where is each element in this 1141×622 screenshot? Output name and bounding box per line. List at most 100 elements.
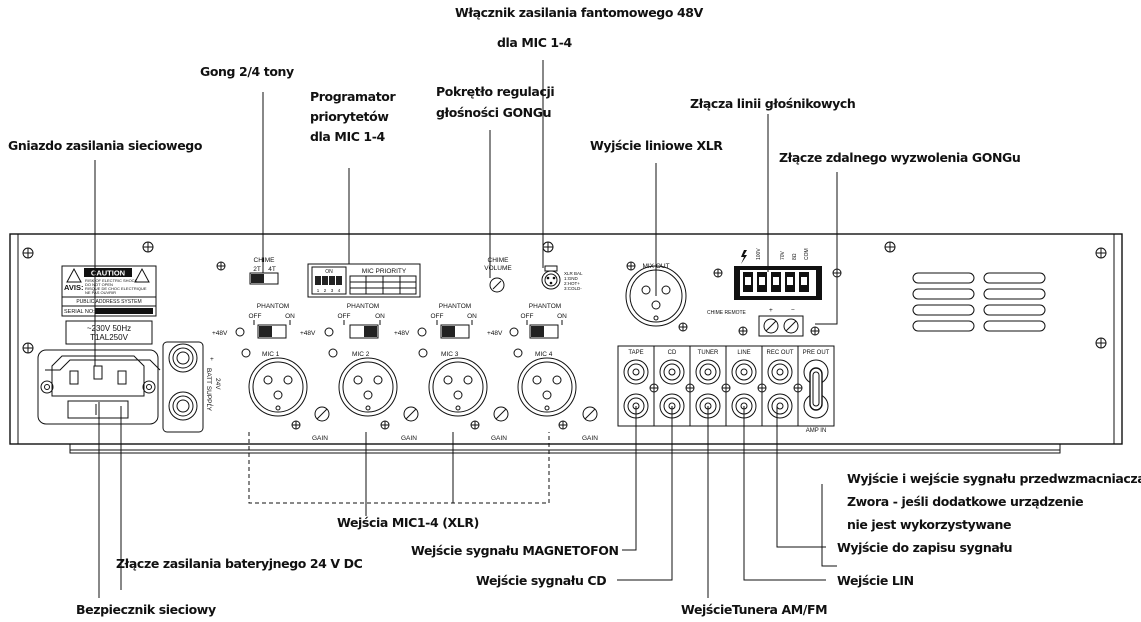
- chime-volume-label-b: VOLUME: [484, 265, 512, 272]
- dip-number: 2: [324, 288, 327, 293]
- lightning-icon: [741, 250, 747, 264]
- phantom-label: PHANTOM: [439, 303, 471, 310]
- xlr-bal-label: XLR BAL: [564, 271, 583, 276]
- mic-priority-dip-switch[interactable]: ON 1 2 3 4 MIC PRIORITY: [307, 263, 421, 298]
- mains-socket[interactable]: [37, 349, 161, 425]
- mic-2-xlr-input[interactable]: MIC 2 GAIN: [328, 348, 419, 442]
- mic-label: MIC 3: [441, 351, 459, 358]
- rca-label-line: LINE: [737, 350, 750, 356]
- dip-number: 1: [317, 288, 320, 293]
- phantom-switch-3[interactable]: PHANTOM OFF ON +48V: [394, 303, 477, 339]
- avis-line-1: RISQUE DE CHOC ELECTRIQUE: [85, 286, 147, 291]
- callout-mains-socket: Gniazdo zasilania sieciowego: [8, 138, 203, 153]
- chime-4t-label: 4T: [268, 266, 276, 273]
- batt-plus: +: [210, 356, 214, 363]
- speaker-term-label: COM: [804, 248, 810, 260]
- phantom-off: OFF: [431, 313, 444, 320]
- callout-labels: Włącznik zasilania fantomowego 48V dla M…: [8, 5, 1141, 617]
- phantom-switches: PHANTOM OFF ON +48V PHANTOM OFF ON +48V …: [212, 303, 567, 339]
- callout-jumper-2: nie jest wykorzystywane: [847, 517, 1011, 532]
- xlr-hot-label: 2:HOT+: [564, 281, 580, 286]
- chime-tone-switch[interactable]: CHIME 2T 4T: [249, 257, 279, 285]
- speaker-term-label: 70V: [780, 250, 786, 260]
- gain-label: GAIN: [582, 435, 598, 442]
- phantom-label: PHANTOM: [347, 303, 379, 310]
- caution-heading: CAUTION: [91, 269, 125, 278]
- gain-label: GAIN: [401, 435, 417, 442]
- mic-label: MIC 1: [262, 351, 280, 358]
- rca-label-pre-out: PRE OUT: [803, 350, 830, 356]
- callout-line-in: Wejście LIN: [837, 573, 914, 588]
- callout-speaker-lines: Złącza linii głośnikowych: [690, 96, 855, 111]
- gain-label: GAIN: [491, 435, 507, 442]
- mic-1-xlr-input[interactable]: MIC 1 GAIN: [241, 348, 330, 442]
- xlr-cold-label: 3:COLD-: [564, 286, 582, 291]
- rca-label-rec-out: REC OUT: [767, 350, 794, 356]
- battery-terminals[interactable]: + − BATT SUPPLY 24V: [162, 341, 221, 433]
- callout-line-out-xlr: Wyjście liniowe XLR: [590, 138, 723, 153]
- batt-minus: −: [210, 403, 214, 410]
- callout-cd-input: Wejście sygnału CD: [476, 573, 606, 588]
- phantom-switch-4[interactable]: PHANTOM OFF ON +48V: [487, 303, 567, 339]
- screw-icon: [22, 241, 1107, 354]
- plus48-label: +48V: [300, 330, 316, 337]
- batt-voltage-label: 24V: [214, 378, 221, 390]
- mic-priority-label: MIC PRIORITY: [362, 268, 407, 275]
- chime-remote-terminal[interactable]: CHIME REMOTE + −: [707, 307, 804, 337]
- callout-jumper-1: Zwora - jeśli dodatkowe urządzenie: [847, 494, 1083, 509]
- callout-chime-volume-1: Pokrętło regulacji: [436, 84, 554, 99]
- callout-chime-tone: Gong 2/4 tony: [200, 64, 294, 79]
- dip-on-label: ON: [325, 269, 333, 275]
- avis-line-2: NE PAS OUVRIR: [85, 290, 116, 295]
- mic-3-xlr-input[interactable]: MIC 3 GAIN: [418, 348, 509, 442]
- callout-chime-remote: Złącze zdalnego wyzwolenia GONGu: [779, 150, 1020, 165]
- mic-4-xlr-input[interactable]: MIC 4 GAIN: [513, 348, 598, 442]
- screw-icon: [649, 383, 803, 393]
- jumper-link[interactable]: [809, 367, 823, 411]
- chime-label: CHIME: [254, 257, 276, 264]
- leader-lines: [94, 60, 838, 598]
- chime-remote-plus: +: [769, 307, 773, 314]
- chime-2t-label: 2T: [253, 266, 261, 273]
- phantom-off: OFF: [521, 313, 534, 320]
- phantom-switch-1[interactable]: PHANTOM OFF ON +48V: [212, 303, 295, 339]
- callout-preamp-io: Wyjście i wejście sygnału przedwzmacniac…: [847, 471, 1141, 486]
- phantom-on: ON: [285, 313, 295, 320]
- speaker-term-label: 8Ω: [792, 253, 798, 260]
- phantom-off: OFF: [249, 313, 262, 320]
- amplifier-chassis: [9, 233, 1123, 454]
- phantom-on: ON: [557, 313, 567, 320]
- phantom-switch-2[interactable]: PHANTOM OFF ON +48V: [300, 303, 385, 339]
- plus48-label: +48V: [394, 330, 410, 337]
- rec-out-rca-jacks[interactable]: [767, 359, 793, 419]
- callout-tape-input: Wejście sygnału MAGNETOFON: [411, 543, 619, 558]
- chime-volume-knob[interactable]: CHIME VOLUME: [484, 257, 512, 293]
- callout-battery: Złącze zasilania bateryjnego 24 V DC: [116, 556, 363, 571]
- gain-label: GAIN: [312, 435, 328, 442]
- amp-in-label: AMP IN: [806, 428, 827, 434]
- phantom-on: ON: [375, 313, 385, 320]
- phantom-label: PHANTOM: [257, 303, 289, 310]
- phantom-off: OFF: [338, 313, 351, 320]
- ventilation-slots: [912, 272, 1046, 332]
- callout-phantom-switch: Włącznik zasilania fantomowego 48V: [455, 5, 704, 20]
- system-name: PUBLIC ADDRESS SYSTEM: [76, 299, 141, 305]
- phantom-power-connector[interactable]: XLR BAL 1:GND 2:HOT+ 3:COLD-: [541, 265, 583, 291]
- speaker-terminal-block[interactable]: 100V 70V 8Ω COM: [734, 248, 822, 300]
- dip-number: 3: [331, 288, 334, 293]
- fuse-rating: T1AL250V: [90, 333, 128, 342]
- dip-number: 4: [338, 288, 341, 293]
- chime-remote-minus: −: [791, 307, 795, 314]
- rca-label-tape: TAPE: [628, 350, 643, 356]
- pre-out-amp-in-jacks[interactable]: [803, 359, 829, 419]
- batt-supply-label: BATT SUPPLY: [205, 368, 212, 412]
- plus48-label: +48V: [487, 330, 503, 337]
- caution-line-2: DO NOT OPEN: [85, 282, 113, 287]
- chime-remote-label: CHIME REMOTE: [707, 310, 747, 316]
- rca-label-cd: CD: [668, 350, 677, 356]
- xlr-gnd-label: 1:GND: [564, 276, 579, 281]
- callout-priority-2: priorytetów: [310, 109, 389, 124]
- callout-priority-3: dla MIC 1-4: [310, 129, 386, 144]
- callout-mic-inputs: Wejścia MIC1-4 (XLR): [337, 515, 479, 530]
